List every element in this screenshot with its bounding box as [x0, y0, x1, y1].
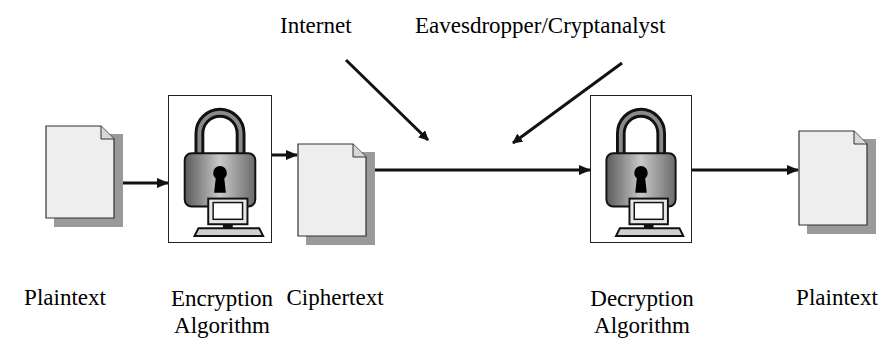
- document-node: Ciphertext: [297, 143, 375, 245]
- document-fold: [854, 131, 867, 144]
- flow-arrow: [375, 169, 590, 172]
- monitor-screen: [213, 203, 242, 220]
- algorithm-box: Encryption Algorithm: [168, 95, 272, 243]
- document-icon: [798, 130, 876, 234]
- document-icon: [297, 143, 375, 245]
- document-page: [799, 131, 867, 225]
- node-caption: Plaintext: [796, 284, 878, 311]
- network-label: Internet: [280, 12, 352, 39]
- flow-arrow: [272, 154, 297, 157]
- keyhole-slot: [214, 175, 226, 193]
- flow-arrow: [123, 182, 168, 185]
- document-page: [298, 144, 366, 236]
- lock-shackle: [199, 113, 240, 159]
- node-caption: Ciphertext: [286, 284, 383, 311]
- monitor-screen: [634, 203, 663, 220]
- monitor: [208, 199, 247, 225]
- network-label: Eavesdropper/Cryptanalyst: [415, 12, 665, 39]
- document-node: Plaintext: [798, 130, 876, 234]
- lock-shackle-shine: [199, 113, 240, 159]
- node-caption: Decryption Algorithm: [572, 285, 712, 339]
- keyboard: [195, 228, 264, 236]
- lock-computer-icon: [169, 96, 271, 242]
- lock-computer-icon: [591, 96, 691, 242]
- internet-pointer: [346, 60, 428, 140]
- node-caption: Plaintext: [24, 284, 106, 311]
- algorithm-box: Decryption Algorithm: [590, 95, 692, 243]
- document-page: [46, 126, 114, 218]
- lock-shackle-shine: [621, 113, 661, 159]
- keyboard: [616, 228, 683, 236]
- document-fold: [353, 144, 366, 157]
- node-caption: Encryption Algorithm: [152, 285, 292, 339]
- monitor: [629, 199, 667, 225]
- document-icon: [45, 125, 123, 227]
- keyhole-slot: [635, 175, 647, 193]
- document-node: Plaintext: [45, 125, 123, 227]
- document-fold: [101, 126, 114, 139]
- lock-shackle: [621, 113, 661, 159]
- flow-arrow: [692, 169, 798, 172]
